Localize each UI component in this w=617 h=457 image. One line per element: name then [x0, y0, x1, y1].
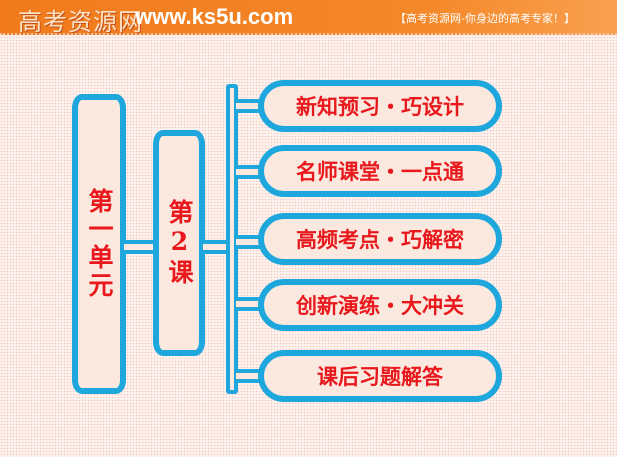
unit-box: 第一单元 — [72, 94, 126, 394]
lesson-box: 第2课 — [153, 130, 205, 356]
site-logo: 高考资源网 — [18, 8, 143, 36]
section-key-points[interactable]: 高频考点・巧解密 — [258, 213, 502, 265]
site-header: 高考资源网 www.ks5u.com 【高考资源网-你身边的高考专家！】 — [0, 0, 617, 36]
connector — [236, 369, 260, 383]
connector — [124, 240, 157, 254]
section-new-knowledge[interactable]: 新知预习・巧设计 — [258, 80, 502, 132]
section-practice[interactable]: 创新演练・大冲关 — [258, 279, 502, 331]
connector — [236, 235, 260, 249]
site-slogan: 【高考资源网-你身边的高考专家！】 — [395, 12, 575, 25]
section-teacher-class[interactable]: 名师课堂・一点通 — [258, 145, 502, 197]
site-url[interactable]: www.ks5u.com — [135, 4, 294, 29]
connector — [203, 240, 228, 254]
connector — [236, 99, 260, 113]
connector — [236, 297, 260, 311]
section-homework-answers[interactable]: 课后习题解答 — [258, 350, 502, 402]
connector — [236, 165, 260, 179]
